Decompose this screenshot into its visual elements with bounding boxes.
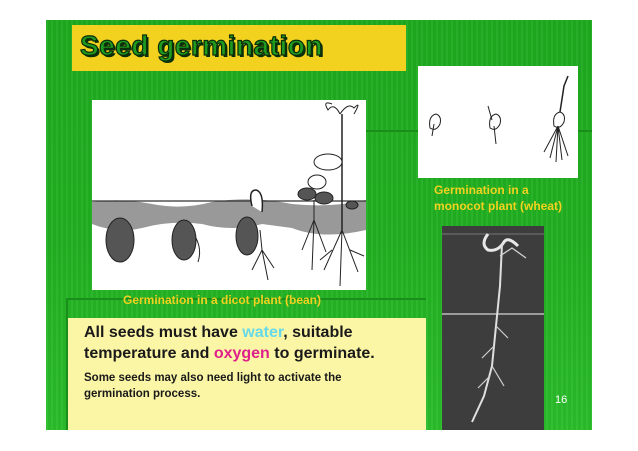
title-box: Seed germination <box>72 25 406 71</box>
main-statement: All seeds must have water, suitable temp… <box>84 322 410 364</box>
bean-germination-drawing-icon <box>92 102 366 290</box>
decorative-line <box>66 298 426 300</box>
wheat-germination-drawing-icon <box>429 75 569 163</box>
monocot-caption-line-1: Germination in a <box>434 183 529 197</box>
dicot-caption: Germination in a dicot plant (bean) <box>123 293 322 307</box>
keyword-oxygen: oxygen <box>213 345 270 362</box>
main-textbox: All seeds must have water, suitable temp… <box>68 318 426 430</box>
dicot-germination-image <box>92 100 366 290</box>
decorative-line <box>66 298 68 430</box>
main-statement-part-3: to germinate. <box>269 345 375 362</box>
monocot-caption: Germination in a monocot plant (wheat) <box>434 182 562 214</box>
main-statement-part-1: All seeds must have <box>84 324 243 341</box>
seedling-photo-icon <box>442 226 544 430</box>
monocot-caption-line-2: monocot plant (wheat) <box>434 199 562 213</box>
slide: Seed germination <box>46 20 592 430</box>
sub-statement: Some seeds may also need light to activa… <box>84 372 342 400</box>
slide-title: Seed germination <box>79 29 323 61</box>
main-statement-part-2: , suitable temperature and <box>84 324 353 362</box>
page-number: 16 <box>555 394 568 406</box>
monocot-germination-image <box>418 66 578 178</box>
keyword-water: water <box>242 324 284 341</box>
seedling-photo <box>442 226 544 430</box>
